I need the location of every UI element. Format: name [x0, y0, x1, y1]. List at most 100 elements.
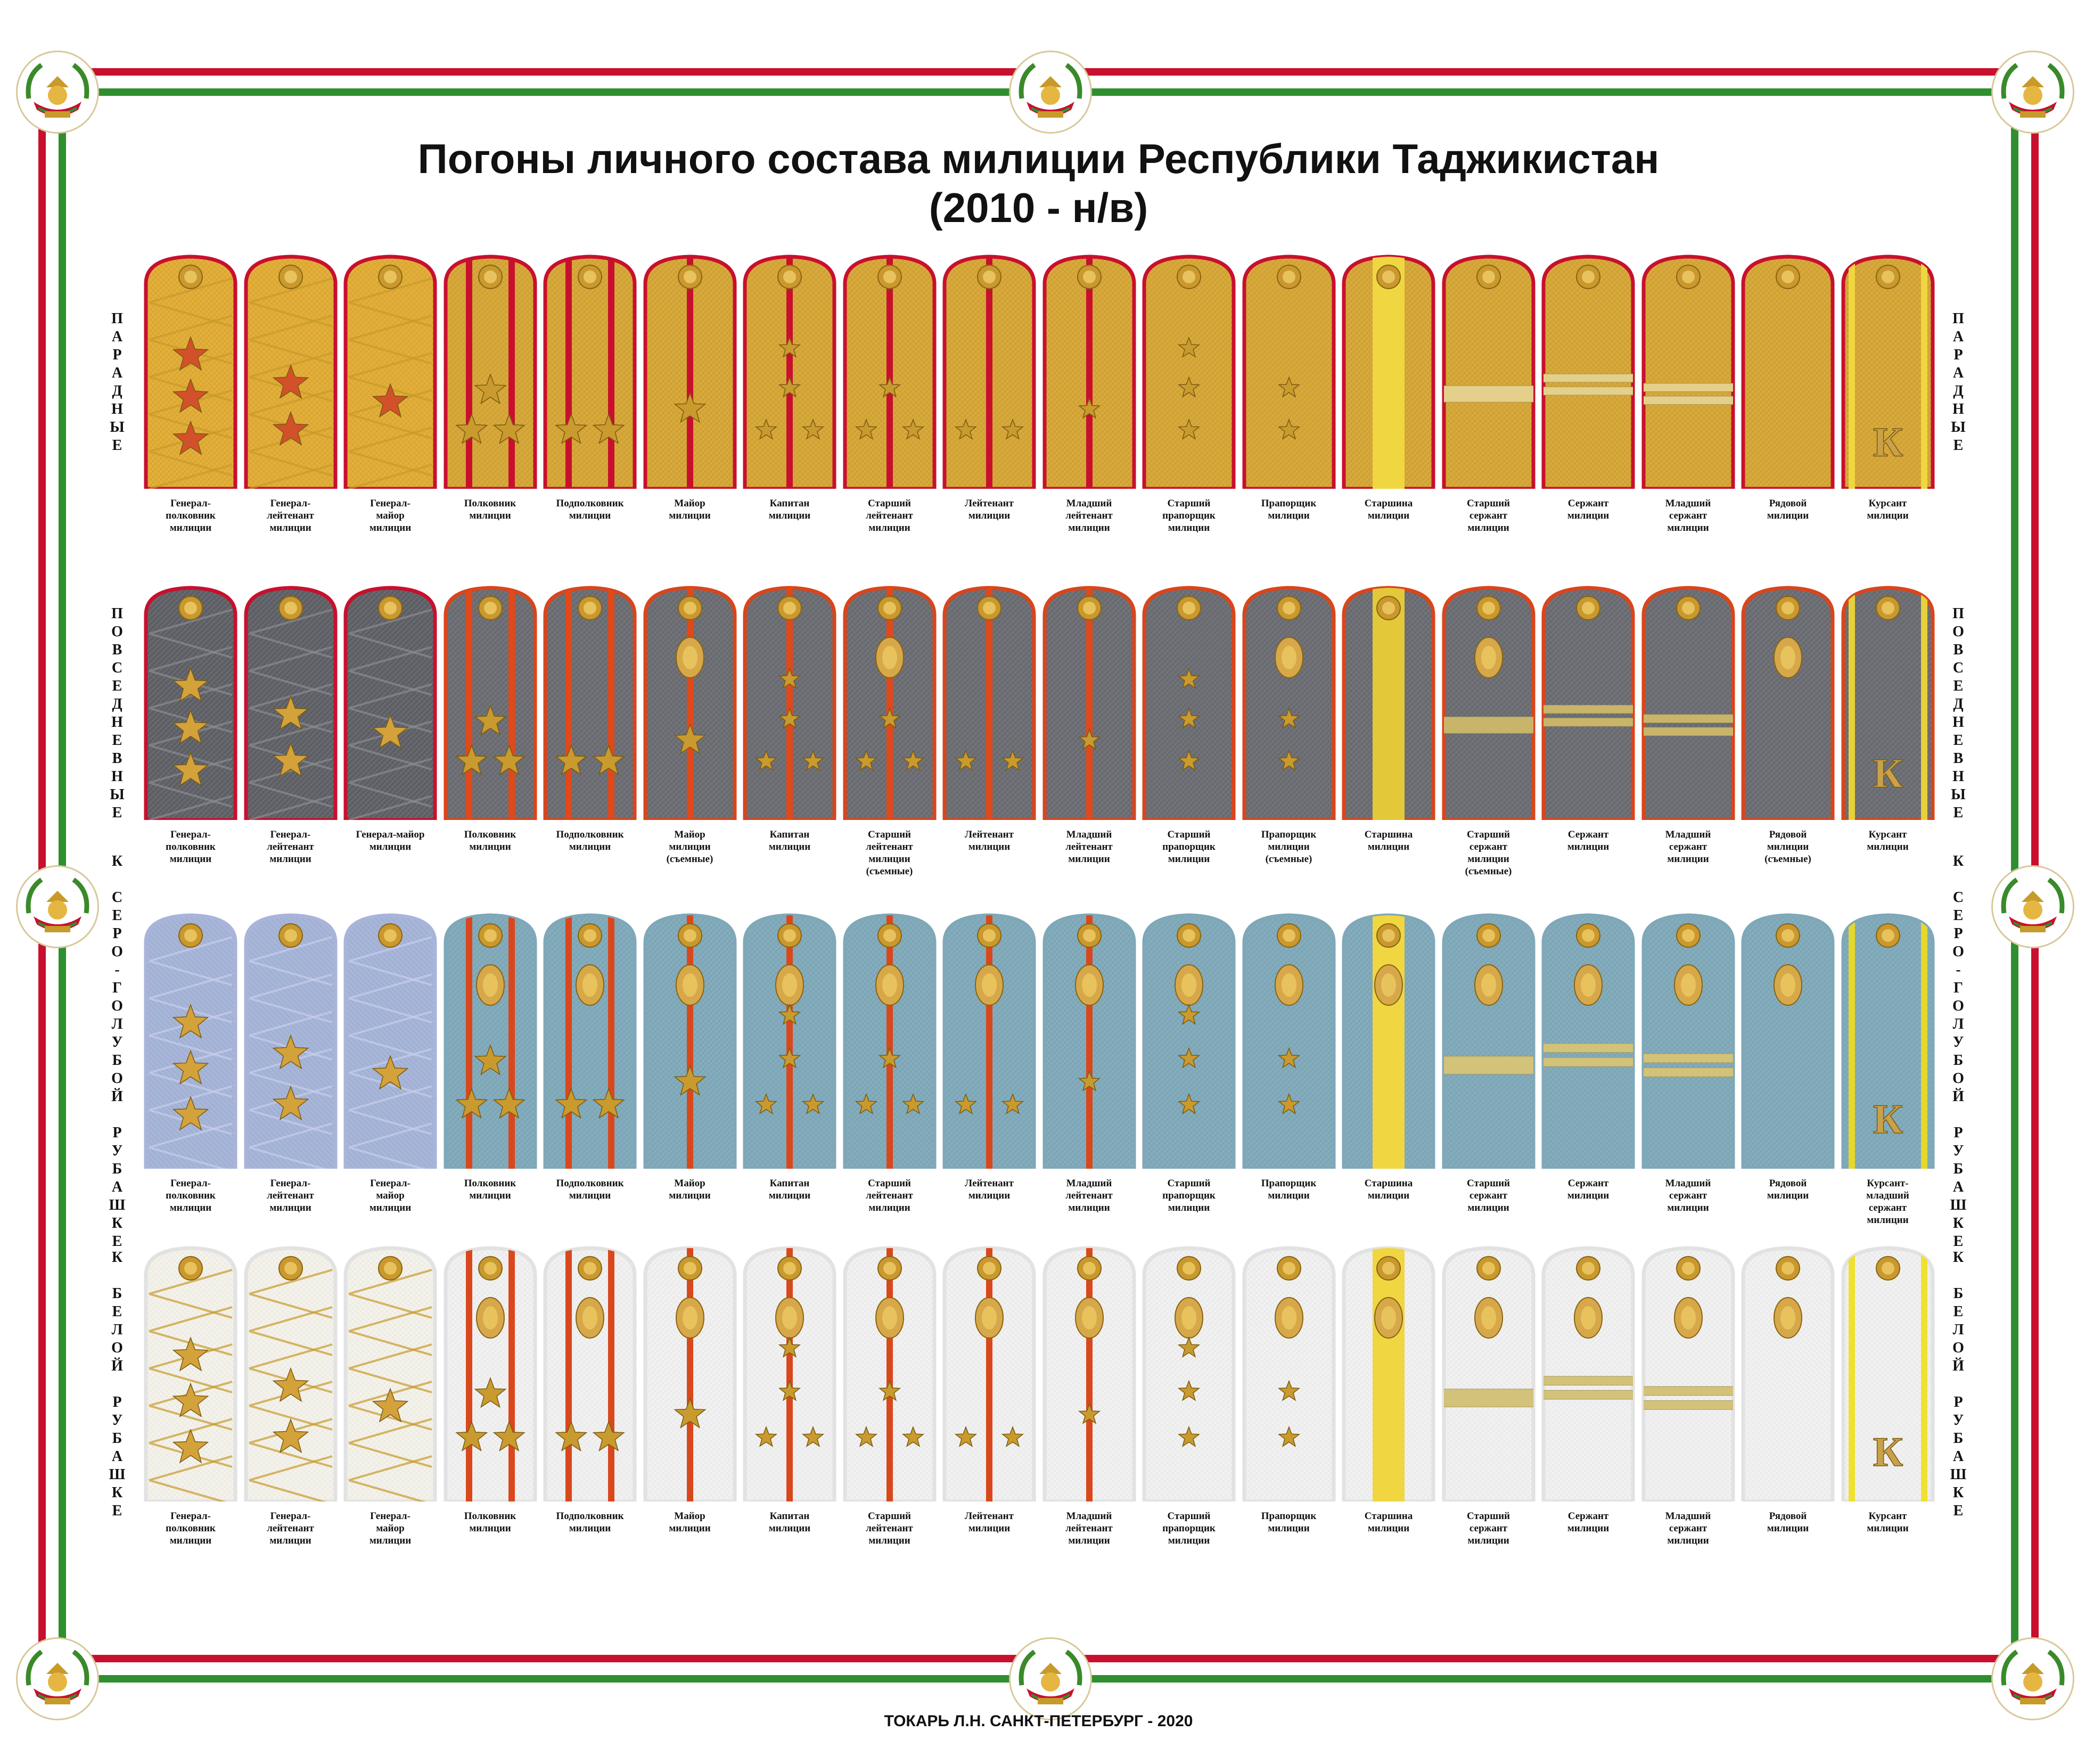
shoulder-board-graphic — [244, 586, 337, 820]
svg-text:К: К — [1873, 1429, 1903, 1475]
shoulder-board-graphic — [343, 913, 437, 1169]
shoulder-board-graphic — [1342, 913, 1435, 1169]
rank-caption: Капитан милиции — [768, 1178, 811, 1201]
shoulder-board-graphic — [144, 255, 237, 489]
shoulder-board-graphic — [1541, 913, 1635, 1169]
shoulder-board-graphic — [1042, 586, 1136, 820]
shoulder-board: Сержант милиции — [1541, 586, 1635, 853]
shoulder-board-graphic — [843, 913, 936, 1169]
rank-caption: Лейтенант милиции — [965, 498, 1014, 521]
emblem-icon — [1009, 51, 1092, 134]
rank-caption: Старший лейтенант милиции — [866, 498, 913, 534]
shoulder-board: Старшина милиции — [1342, 586, 1435, 853]
shoulder-board: Младший лейтенант милиции — [1042, 1246, 1136, 1547]
shoulder-board-graphic — [543, 913, 637, 1169]
shoulder-board: Старший лейтенант милиции (съемные) — [843, 586, 937, 877]
rank-caption: Старшина милиции — [1364, 1178, 1413, 1201]
shoulder-board: Рядовой милиции (съемные) — [1741, 586, 1835, 865]
shoulder-board: Сержант милиции — [1541, 1246, 1635, 1535]
shoulder-board-graphic — [144, 913, 237, 1169]
shoulder-board-graphic — [1641, 913, 1735, 1169]
shoulder-board: Прапорщик милиции — [1242, 255, 1336, 522]
rank-caption: Младший сержант милиции — [1665, 829, 1711, 865]
shoulder-board: Старший прапорщик милиции — [1142, 586, 1236, 865]
shoulder-board: Генерал- полковник милиции — [144, 1246, 237, 1547]
rank-caption: Рядовой милиции — [1767, 1511, 1809, 1534]
shoulder-board: Старший прапорщик милиции — [1142, 255, 1236, 534]
shoulder-board: Сержант милиции — [1541, 255, 1635, 522]
shoulder-board-graphic — [643, 255, 736, 489]
shoulder-board: Генерал- полковник милиции — [144, 255, 237, 534]
shoulder-board-graphic — [1242, 586, 1335, 820]
shoulder-board-graphic — [942, 586, 1036, 820]
shoulder-board: Генерал- полковник милиции — [144, 913, 237, 1214]
rank-caption: Генерал- лейтенант милиции — [267, 498, 314, 534]
shoulder-board: Майор милиции — [643, 913, 737, 1202]
rank-caption: Полковник милиции — [464, 1178, 516, 1201]
shoulder-board: Генерал- лейтенант милиции — [244, 913, 338, 1214]
shoulder-board-graphic — [1342, 1246, 1435, 1502]
rank-caption: Подполковник милиции — [556, 1511, 624, 1534]
rank-caption: Лейтенант милиции — [965, 1511, 1014, 1534]
shoulder-board-graphic — [1442, 255, 1535, 489]
shoulder-board: Генерал- майор милиции — [343, 913, 437, 1214]
shoulder-board: Старший сержант милиции — [1442, 913, 1536, 1214]
shoulder-board-graphic — [843, 586, 936, 820]
shoulder-board-graphic — [1242, 1246, 1335, 1502]
rank-caption: Майор милиции — [669, 1178, 711, 1201]
shoulder-board-graphic — [643, 1246, 736, 1502]
rank-caption: Прапорщик милиции — [1261, 1511, 1317, 1534]
rank-caption: Подполковник милиции — [556, 1178, 624, 1201]
rank-caption: Младший лейтенант милиции — [1065, 498, 1113, 534]
shoulder-board: Лейтенант милиции — [942, 1246, 1036, 1535]
rank-caption: Полковник милиции — [464, 498, 516, 521]
shoulder-board: Подполковник милиции — [543, 1246, 637, 1535]
shoulder-board-graphic — [1042, 913, 1136, 1169]
shoulder-board-graphic — [1541, 586, 1635, 820]
shoulder-board-graphic — [543, 586, 637, 820]
shoulder-board-graphic — [1741, 255, 1835, 489]
rank-caption: Старший прапорщик милиции — [1162, 498, 1216, 534]
shoulder-board: Прапорщик милиции (съемные) — [1242, 586, 1336, 865]
rank-caption: Майор милиции (съемные) — [666, 829, 713, 865]
rank-caption: Рядовой милиции — [1767, 1178, 1809, 1201]
rank-caption: Старшина милиции — [1364, 498, 1413, 521]
rank-caption: Генерал- лейтенант милиции — [267, 1511, 314, 1546]
rank-caption: Курсант милиции — [1867, 829, 1909, 852]
rank-caption: Генерал-майор милиции — [356, 829, 425, 852]
shoulder-board-graphic — [743, 586, 836, 820]
svg-text:К: К — [1873, 750, 1903, 796]
shoulder-board: Генерал- лейтенант милиции — [244, 586, 338, 865]
shoulder-board-graphic — [1142, 255, 1236, 489]
shoulder-board: Старший сержант милиции — [1442, 1246, 1536, 1547]
shoulder-board: Младший лейтенант милиции — [1042, 586, 1136, 865]
rank-caption: Сержант милиции — [1567, 498, 1610, 521]
rank-caption: Младший лейтенант милиции — [1065, 1178, 1113, 1213]
shoulder-board: Генерал- лейтенант милиции — [244, 1246, 338, 1547]
rank-caption: Генерал- полковник милиции — [166, 829, 216, 865]
shoulder-board: Старший лейтенант милиции — [843, 255, 937, 534]
shoulder-board-graphic — [1442, 913, 1535, 1169]
shoulder-board: Лейтенант милиции — [942, 586, 1036, 853]
rank-caption: Рядовой милиции — [1767, 498, 1809, 521]
shoulder-board-graphic — [1242, 255, 1335, 489]
rank-caption: Генерал- майор милиции — [369, 498, 412, 534]
shoulder-board-graphic — [444, 913, 537, 1169]
shoulder-board: Генерал- полковник милиции — [144, 586, 237, 865]
shoulder-board-graphic — [1242, 913, 1335, 1169]
shoulder-board-graphic — [1142, 913, 1236, 1169]
shoulder-board-graphic — [343, 255, 437, 489]
rank-caption: Рядовой милиции (съемные) — [1764, 829, 1811, 865]
shoulder-board: Старшина милиции — [1342, 255, 1435, 522]
shoulder-board-graphic — [144, 586, 237, 820]
shoulder-board-graphic — [1142, 1246, 1236, 1502]
shoulder-board: Прапорщик милиции — [1242, 913, 1336, 1202]
shoulder-board: Полковник милиции — [444, 255, 537, 522]
shoulder-board-graphic — [1342, 586, 1435, 820]
shoulder-board-graphic — [942, 1246, 1036, 1502]
emblem-icon — [1991, 1637, 2074, 1720]
shoulder-board-graphic: К — [1841, 586, 1934, 820]
shoulder-board-graphic — [1641, 586, 1735, 820]
